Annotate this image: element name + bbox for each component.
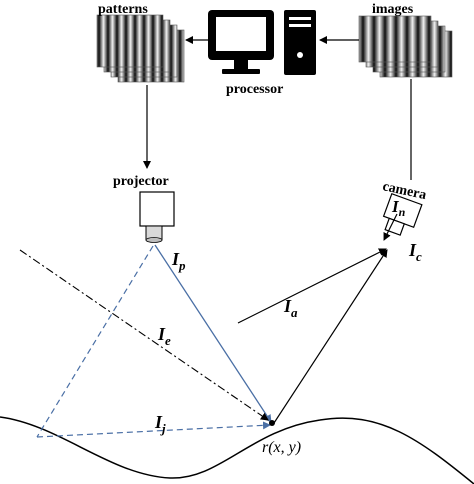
- label-Ij: Ij: [154, 412, 166, 436]
- patterns-stack-icon: [96, 14, 185, 83]
- surface-point-label: r(x, y): [262, 439, 301, 456]
- surface-point-marker: [269, 420, 275, 426]
- camera-icon: [382, 192, 423, 236]
- projector-icon: [139, 191, 175, 243]
- label-Ia: Ia: [283, 296, 298, 320]
- patterns-label: patterns: [98, 2, 148, 17]
- label-Ie: Ie: [157, 324, 171, 348]
- environment-ray: [19, 249, 269, 421]
- label-Ip: Ip: [171, 249, 186, 273]
- label-In: In: [391, 197, 406, 219]
- computer-monitor-and-tower-icon: [208, 10, 316, 75]
- images-stack-icon: [358, 15, 453, 78]
- label-Ic: Ic: [408, 240, 422, 264]
- ambient-ray: [237, 248, 387, 324]
- images-label: images: [372, 2, 414, 17]
- dashed-ray-projector-to-left: [36, 245, 154, 438]
- camera-noise-arrow: [383, 213, 398, 241]
- object-surface-curve: [0, 416, 474, 484]
- reflected-ray-to-camera: [273, 249, 388, 424]
- projector-ray: [154, 244, 272, 423]
- processor-label: processor: [226, 82, 283, 97]
- projector-label: projector: [113, 174, 169, 189]
- dashed-ray-left-to-point: [36, 421, 271, 438]
